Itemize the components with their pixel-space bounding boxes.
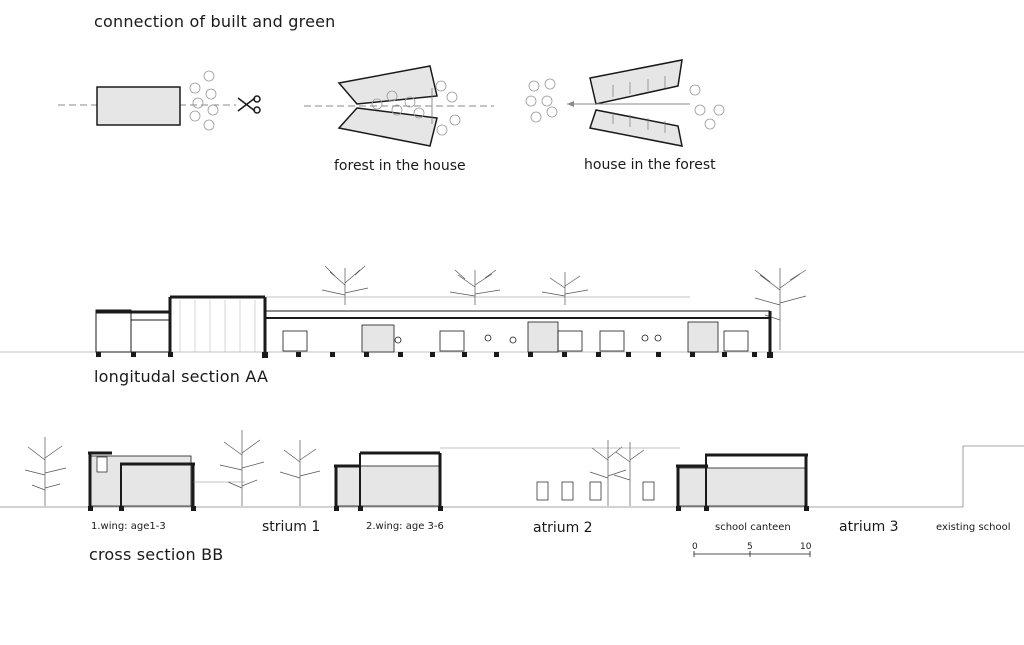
section-bb-drawing [0, 430, 1024, 511]
label-atrium-1: strium 1 [262, 519, 321, 535]
label-wing-1: 1.wing: age1-3 [91, 521, 166, 532]
concept-forest-in-house [304, 65, 494, 147]
tree-icon [24, 430, 645, 506]
label-forest-in-house: forest in the house [334, 158, 466, 174]
label-atrium-3: atrium 3 [839, 519, 899, 535]
heading-section-bb: cross section BB [89, 545, 224, 564]
scale-tick-10: 10 [800, 542, 812, 552]
tree-icon [321, 265, 807, 350]
label-existing-school: existing school [936, 522, 1011, 533]
concept-diagram-block [58, 70, 261, 131]
scissors-icon [237, 95, 261, 114]
label-school-canteen: school canteen [715, 522, 791, 533]
scale-tick-0: 0 [692, 542, 698, 552]
section-aa-drawing [0, 265, 1024, 358]
label-house-in-forest: house in the forest [584, 157, 716, 173]
scale-bar [693, 551, 811, 557]
heading-connection: connection of built and green [94, 12, 336, 31]
label-wing-2: 2.wing: age 3-6 [366, 521, 444, 532]
label-atrium-2: atrium 2 [533, 520, 593, 536]
scale-tick-5: 5 [747, 542, 753, 552]
concept-house-in-forest [525, 59, 725, 147]
heading-section-aa: longitudal section AA [94, 367, 269, 386]
